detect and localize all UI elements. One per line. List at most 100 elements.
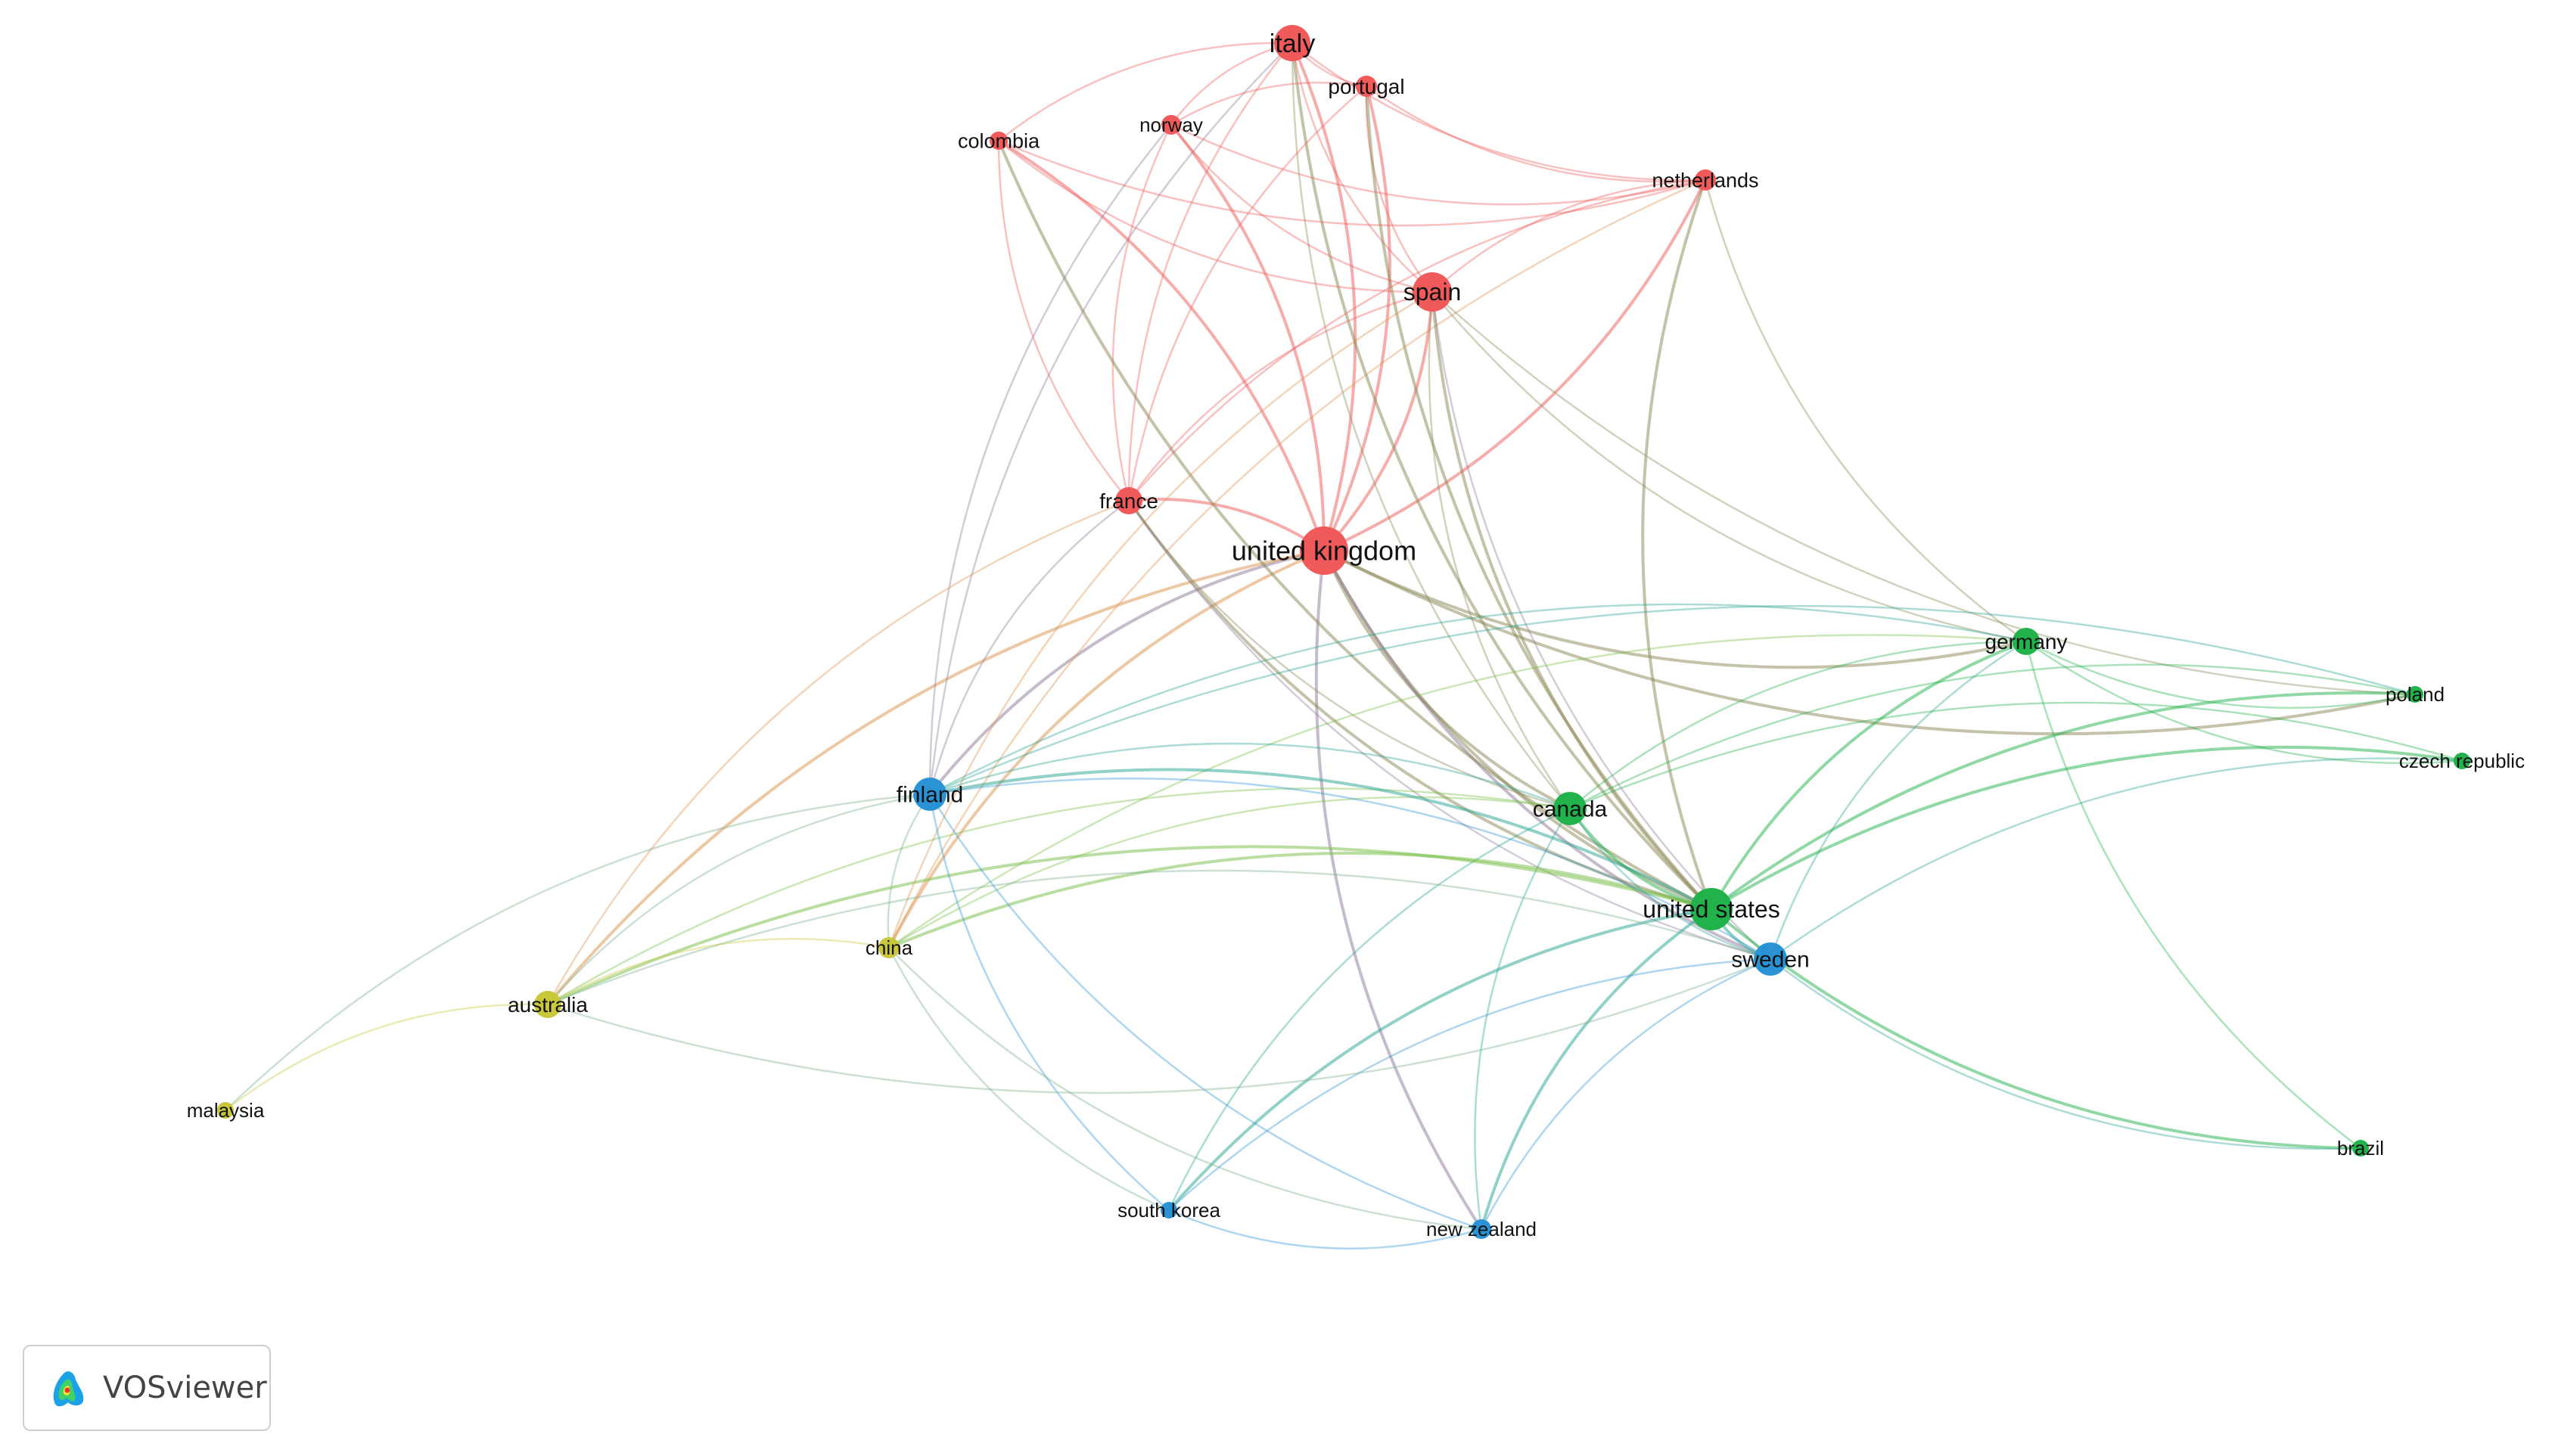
link-south_korea-new_zealand: [1168, 1209, 1482, 1250]
link-united_states-finland: [929, 768, 1712, 911]
link-finland-malaysia: [225, 793, 931, 1111]
link-united_kingdom-spain: [1323, 291, 1434, 552]
link-china-new_zealand: [888, 947, 1482, 1231]
link-united_kingdom-new_zealand: [1314, 550, 1483, 1231]
link-australia-sweden: [547, 958, 1771, 1094]
node-label-germany: germany: [1985, 630, 2068, 653]
link-netherlands-united_states: [1641, 179, 1713, 910]
vosviewer-badge: VOSviewer: [23, 1345, 271, 1431]
link-spain-poland: [1431, 291, 2416, 696]
link-united_kingdom-italy: [1291, 42, 1357, 551]
node-label-poland: poland: [2386, 683, 2445, 706]
node-label-china: china: [866, 936, 913, 959]
node-malaysia[interactable]: [217, 1102, 234, 1119]
node-france[interactable]: [1115, 487, 1142, 514]
node-portugal[interactable]: [1356, 76, 1377, 97]
link-germany-czech_republic: [2025, 640, 2463, 765]
link-germany-china: [888, 634, 2027, 949]
link-italy-norway: [1170, 42, 1293, 126]
link-united_kingdom-netherlands: [1323, 179, 1707, 552]
link-colombia-united_states: [997, 140, 1712, 911]
labels-layer: united kingdomitalyportugalnorwaycolombi…: [187, 29, 2525, 1240]
link-canada-sweden: [1568, 808, 1771, 961]
node-south_korea[interactable]: [1161, 1202, 1177, 1219]
link-italy-united_states: [1291, 42, 1713, 911]
node-label-finland: finland: [897, 783, 963, 808]
node-united_states[interactable]: [1690, 888, 1733, 930]
node-norway[interactable]: [1161, 115, 1181, 135]
node-colombia[interactable]: [990, 132, 1008, 150]
link-finland-south_korea: [928, 793, 1170, 1211]
node-china[interactable]: [878, 937, 900, 958]
link-portugal-netherlands: [1366, 85, 1706, 183]
link-canada-finland: [929, 742, 1571, 810]
link-colombia-france: [997, 140, 1130, 501]
link-china-south_korea: [887, 947, 1170, 1212]
link-netherlands-spain: [1431, 179, 1706, 293]
node-label-brazil: brazil: [2337, 1137, 2384, 1160]
link-portugal-spain: [1365, 85, 1433, 293]
link-germany-sweden: [1769, 640, 2027, 960]
link-sweden-finland: [929, 778, 1771, 961]
vosviewer-logo-icon: [53, 1371, 84, 1407]
node-germany[interactable]: [2013, 628, 2040, 655]
vosviewer-badge-label: VOSviewer: [103, 1371, 267, 1405]
link-norway-netherlands: [1170, 123, 1706, 206]
node-united_kingdom[interactable]: [1300, 526, 1348, 575]
link-united_kingdom-finland: [928, 549, 1325, 796]
link-spain-china: [887, 290, 1433, 948]
link-spain-canada: [1428, 291, 1571, 809]
link-norway-spain: [1170, 124, 1433, 293]
link-canada-australia: [547, 787, 1571, 1006]
link-italy-canada: [1291, 42, 1571, 809]
link-united_kingdom-colombia: [997, 139, 1326, 551]
link-united_kingdom-france: [1128, 498, 1326, 552]
link-germany-brazil: [2025, 641, 2361, 1150]
link-france-finland: [928, 499, 1130, 795]
link-united_kingdom-china: [887, 549, 1325, 948]
link-sweden-new_zealand: [1480, 958, 1771, 1230]
link-germany-united_states: [1710, 640, 2027, 910]
link-united_states-brazil: [1710, 908, 2361, 1150]
node-label-netherlands: netherlands: [1652, 169, 1758, 191]
link-netherlands-germany: [1704, 179, 2027, 643]
node-canada[interactable]: [1553, 792, 1587, 825]
link-united_kingdom-germany: [1323, 549, 2027, 669]
node-poland[interactable]: [2407, 686, 2423, 703]
link-italy-spain: [1291, 42, 1433, 293]
node-czech_republic[interactable]: [2454, 753, 2470, 769]
links-layer: [225, 42, 2463, 1250]
link-portugal-norway: [1170, 82, 1367, 126]
link-netherlands-france: [1128, 179, 1706, 501]
link-italy-finland: [928, 42, 1293, 795]
node-netherlands[interactable]: [1695, 169, 1716, 191]
link-czech_republic-sweden: [1770, 757, 2463, 961]
node-australia[interactable]: [534, 991, 561, 1018]
link-italy-france: [1127, 42, 1293, 501]
link-united_states-china: [888, 852, 1712, 949]
node-label-norway: norway: [1139, 113, 1203, 136]
link-portugal-france: [1127, 85, 1367, 501]
link-norway-france: [1111, 124, 1173, 501]
link-united_states-new_zealand: [1480, 908, 1713, 1230]
node-finland[interactable]: [913, 778, 946, 811]
node-spain[interactable]: [1413, 272, 1452, 312]
node-italy[interactable]: [1274, 25, 1310, 61]
node-brazil[interactable]: [2352, 1140, 2369, 1156]
link-norway-finland: [928, 124, 1172, 795]
link-finland-new_zealand: [928, 793, 1482, 1231]
node-label-italy: italy: [1270, 29, 1315, 58]
link-sweden-brazil: [1770, 958, 2361, 1150]
link-netherlands-china: [887, 179, 1706, 948]
link-france-canada: [1127, 500, 1571, 810]
node-label-australia: australia: [508, 993, 588, 1017]
node-new_zealand[interactable]: [1472, 1219, 1491, 1239]
node-label-canada: canada: [1533, 797, 1608, 822]
link-italy-netherlands: [1291, 42, 1706, 182]
node-label-france: france: [1099, 489, 1158, 513]
link-poland-united_states: [1710, 691, 2416, 911]
node-sweden[interactable]: [1754, 942, 1787, 976]
node-label-czech_republic: czech republic: [2399, 750, 2525, 772]
link-canada-china: [888, 796, 1571, 949]
link-czech_republic-united_states: [1710, 745, 2463, 911]
